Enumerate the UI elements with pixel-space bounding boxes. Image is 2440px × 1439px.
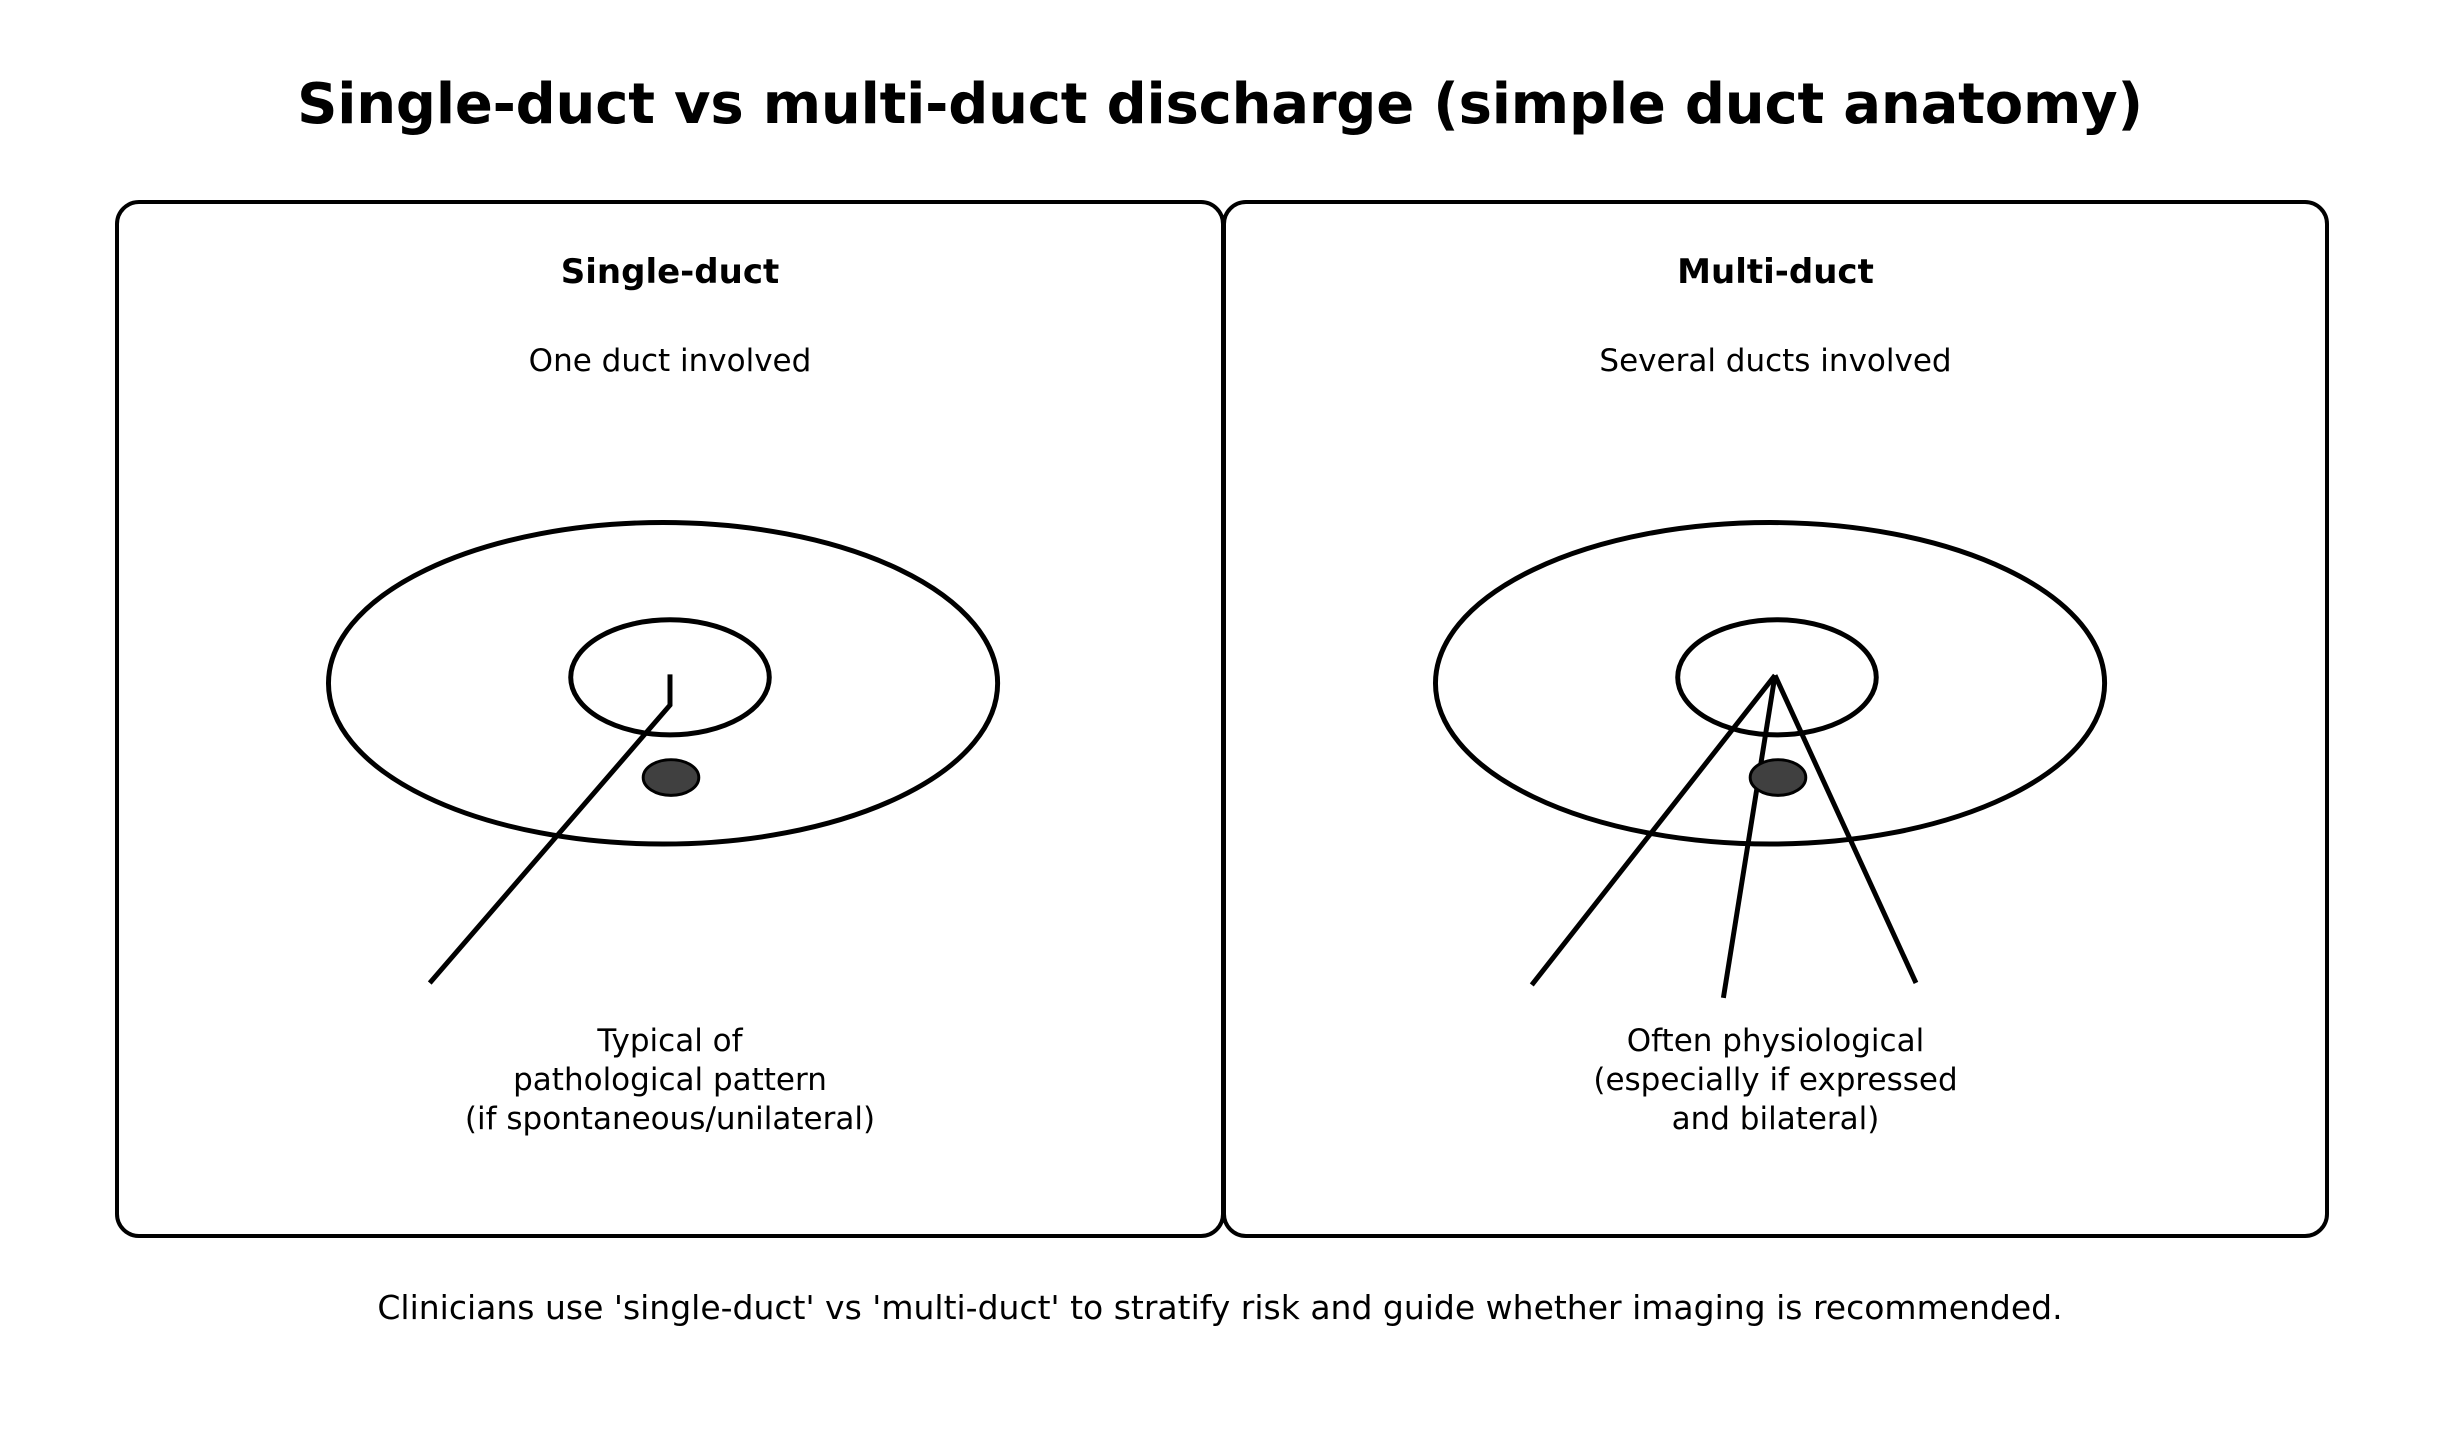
discharge-droplet-icon bbox=[641, 758, 701, 797]
duct-line-2-icon bbox=[1720, 674, 1778, 999]
nipple-base-outline-icon bbox=[568, 617, 772, 738]
areola-outline-icon bbox=[325, 520, 1001, 847]
duct-line-1-icon bbox=[1529, 673, 1777, 987]
panel-heading-single-duct: Single-duct bbox=[560, 252, 780, 292]
panel-multi-duct[interactable]: Multi-duct Several ducts involved Often … bbox=[1222, 200, 2329, 1238]
duct-line-1-icon bbox=[427, 674, 673, 985]
panel-heading-multi-duct: Multi-duct bbox=[1677, 252, 1874, 292]
figure-caption: Clinicians use 'single-duct' vs 'multi-d… bbox=[377, 1288, 2063, 1327]
page-title: Single-duct vs multi-duct discharge (sim… bbox=[297, 72, 2143, 137]
panel-subtitle-single-duct: One duct involved bbox=[528, 343, 812, 379]
panel-footnote-multi-duct: Often physiological (especially if expre… bbox=[1593, 1023, 1958, 1137]
discharge-droplet-icon bbox=[1748, 758, 1808, 797]
panel-subtitle-multi-duct: Several ducts involved bbox=[1599, 343, 1952, 379]
duct-line-3-icon bbox=[1772, 674, 1919, 984]
nipple-base-outline-icon bbox=[1675, 617, 1879, 738]
areola-outline-icon bbox=[1432, 520, 2108, 847]
panel-footnote-single-duct: Typical of pathological pattern (if spon… bbox=[464, 1023, 876, 1137]
panel-single-duct[interactable]: Single-duct One duct involved Typical of… bbox=[115, 200, 1225, 1238]
